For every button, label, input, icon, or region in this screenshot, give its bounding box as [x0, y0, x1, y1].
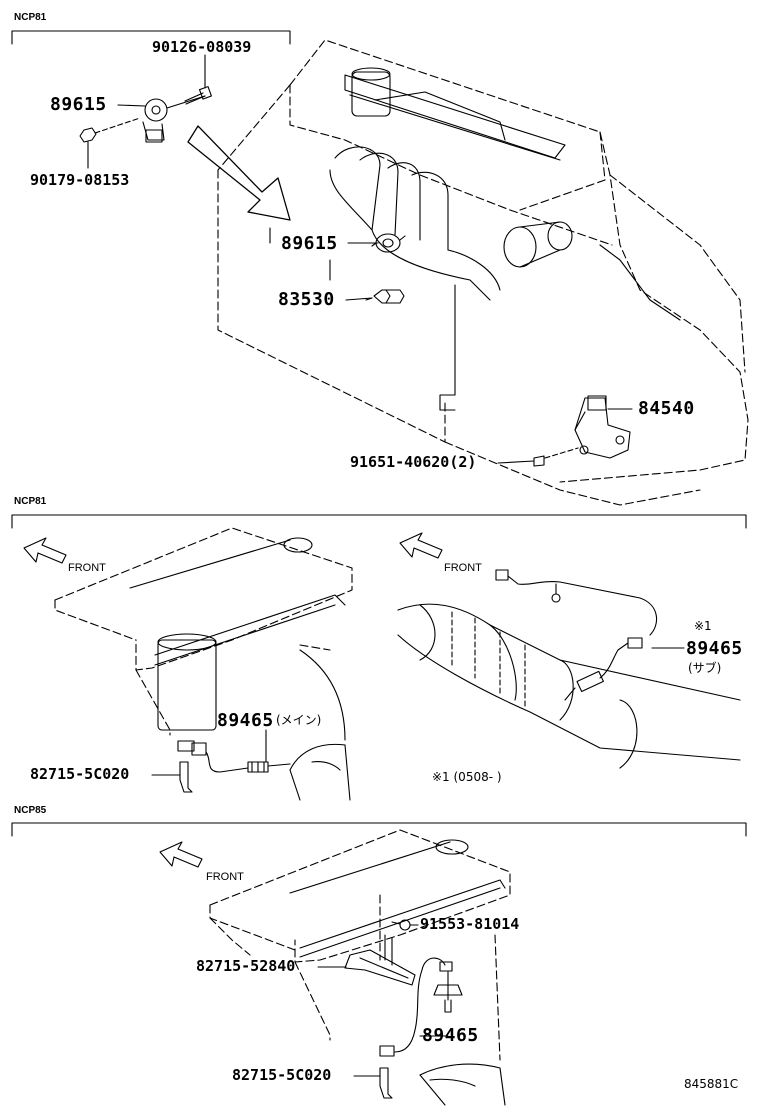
- part-label-o2-ncp85: 89465: [422, 1025, 479, 1046]
- part-label-neutral-switch: 84540: [638, 398, 695, 419]
- figure-id: 845881C: [684, 1077, 739, 1091]
- heat-shield-bracket-icon: [344, 934, 416, 986]
- part-label-small-bolt: 91651-40620(2): [350, 453, 477, 471]
- front-arrow-icon: [23, 537, 67, 564]
- section-header-ncp85: NCP85: [14, 805, 47, 816]
- exhaust-pipe: [397, 603, 741, 769]
- sub-footnote-mark: ※1: [694, 619, 712, 633]
- section3-frame: [11, 822, 747, 837]
- front-arrow-icon: [159, 841, 203, 868]
- small-bolt-icon: [533, 455, 545, 467]
- part-label-bracket-left: 82715-5C020: [30, 765, 130, 783]
- engine-block: [217, 39, 749, 506]
- small-bolt-icon: [391, 919, 411, 931]
- o2-sensor-main-icon: [177, 740, 291, 773]
- o2-sensor-sub-icon: [495, 569, 658, 701]
- part-label-o2-sub: 89465: [686, 638, 743, 659]
- bracket-clip-icon: [179, 761, 193, 793]
- part-label-temp-sensor: 83530: [278, 289, 335, 310]
- engine-cover-left-details: [129, 537, 351, 801]
- nut-icon: [79, 117, 141, 169]
- bracket-clip-icon: [379, 1067, 393, 1099]
- knock-sensor-icon: [371, 233, 406, 253]
- neutral-switch-icon: [574, 395, 631, 459]
- engine-details: [329, 67, 681, 411]
- part-label-knock-sensor: 89615: [50, 94, 107, 115]
- part-label-heat-shield: 82715-52840: [196, 957, 296, 975]
- front-label-ncp85: FRONT: [206, 871, 244, 883]
- part-note-main: (メイン): [276, 713, 322, 727]
- temperature-sensor-icon: [365, 289, 405, 304]
- leader-lines-1: [117, 104, 633, 464]
- knock-sensor-icon: [142, 95, 206, 143]
- front-label-right: FRONT: [444, 562, 482, 574]
- part-label-bolt: 90126-08039: [152, 38, 252, 56]
- section1-frame: [11, 30, 291, 45]
- bolt-icon: [184, 54, 212, 105]
- section2-frame: [11, 514, 747, 529]
- leader-lines-2a: [151, 729, 267, 776]
- engine-cover-left: [54, 527, 353, 736]
- direction-arrow: [187, 125, 291, 221]
- part-label-o2-main: 89465: [217, 710, 274, 731]
- engine-cover-ncp85: [209, 829, 511, 1061]
- footnote-date: ※1 (0508- ): [432, 770, 502, 784]
- engine-cover-ncp85-details: [289, 839, 506, 1106]
- o2-sensor-icon: [379, 957, 463, 1057]
- section-header-ncp81-a: NCP81: [14, 12, 47, 23]
- part-label-nut: 90179-08153: [30, 171, 130, 189]
- part-note-sub: (サブ): [688, 661, 722, 675]
- front-arrow-icon: [399, 532, 443, 559]
- part-label-bolt-ncp85: 91553-81014: [420, 915, 520, 933]
- part-label-knock-sensor-2: 89615: [281, 233, 338, 254]
- part-label-bracket-ncp85: 82715-5C020: [232, 1066, 332, 1084]
- front-label-left: FRONT: [68, 562, 106, 574]
- leader-lines-3: [317, 924, 449, 1077]
- section-header-ncp81-b: NCP81: [14, 496, 47, 507]
